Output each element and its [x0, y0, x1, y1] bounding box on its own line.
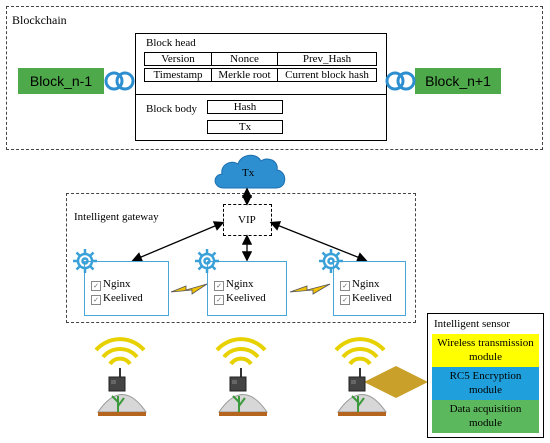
vip-label: VIP — [238, 214, 256, 226]
check-icon: ✓ — [340, 281, 350, 291]
node-service-2: Keelived — [103, 292, 143, 304]
block-head-label: Block head — [146, 37, 196, 49]
check-icon: ✓ — [91, 281, 101, 291]
timestamp-cell: Timestamp — [144, 68, 212, 82]
prev-block: Block_n-1 — [18, 68, 104, 94]
lightning-icon — [289, 283, 331, 295]
check-icon: ✓ — [214, 295, 224, 305]
gateway-node-1: ✓Nginx ✓Keelived — [84, 261, 169, 316]
chain-link-icon — [104, 71, 135, 91]
wireless-module-label: Wireless transmission module — [437, 337, 534, 363]
prev-hash-cell: Prev_Hash — [277, 52, 377, 66]
gateway-node-2: ✓Nginx ✓Keelived — [207, 261, 287, 316]
check-icon: ✓ — [214, 281, 224, 291]
gateway-node-3: ✓Nginx ✓Keelived — [333, 261, 406, 316]
gateway-title: Intelligent gateway — [74, 211, 159, 223]
sensor-device-icon — [215, 337, 268, 416]
gateway-panel — [66, 193, 416, 323]
nonce-cell: Nonce — [211, 52, 278, 66]
gear-icon — [195, 249, 219, 273]
blockchain-panel — [6, 6, 543, 150]
node-service-1: Nginx — [352, 278, 380, 290]
version-cell: Version — [144, 52, 212, 66]
check-icon: ✓ — [340, 295, 350, 305]
cloud-label: Tx — [242, 167, 255, 179]
data-acquisition-module-label: Data acquisition module — [449, 403, 522, 429]
sensor-device-icon — [334, 337, 387, 416]
data-acquisition-module: Data acquisition module — [432, 400, 539, 433]
next-block: Block_n+1 — [415, 68, 501, 94]
rc5-module: RC5 Encryption module — [432, 367, 539, 400]
node-service-2: Keelived — [226, 292, 266, 304]
block-container — [135, 33, 387, 141]
block-divider — [135, 94, 387, 95]
cloud-icon — [214, 154, 286, 189]
body-tx-cell: Tx — [207, 120, 283, 134]
sensor-title: Intelligent sensor — [434, 318, 511, 330]
body-hash-cell: Hash — [207, 100, 283, 114]
check-icon: ✓ — [91, 295, 101, 305]
rc5-module-label: RC5 Encryption module — [449, 370, 522, 396]
gear-icon — [73, 249, 97, 273]
node-service-2: Keelived — [352, 292, 392, 304]
gear-icon — [319, 249, 343, 273]
lightning-icon — [170, 283, 208, 295]
current-hash-cell: Current block hash — [277, 68, 377, 82]
node-service-1: Nginx — [103, 278, 131, 290]
merkle-root-cell: Merkle root — [211, 68, 278, 82]
block-body-label: Block body — [146, 103, 198, 115]
sensor-device-icon — [94, 337, 147, 416]
intelligent-sensor-panel: Intelligent sensor Wireless transmission… — [427, 313, 544, 438]
blockchain-title: Blockchain — [12, 13, 67, 27]
chain-link-icon — [385, 71, 416, 91]
node-service-1: Nginx — [226, 278, 254, 290]
wireless-module: Wireless transmission module — [432, 334, 539, 367]
